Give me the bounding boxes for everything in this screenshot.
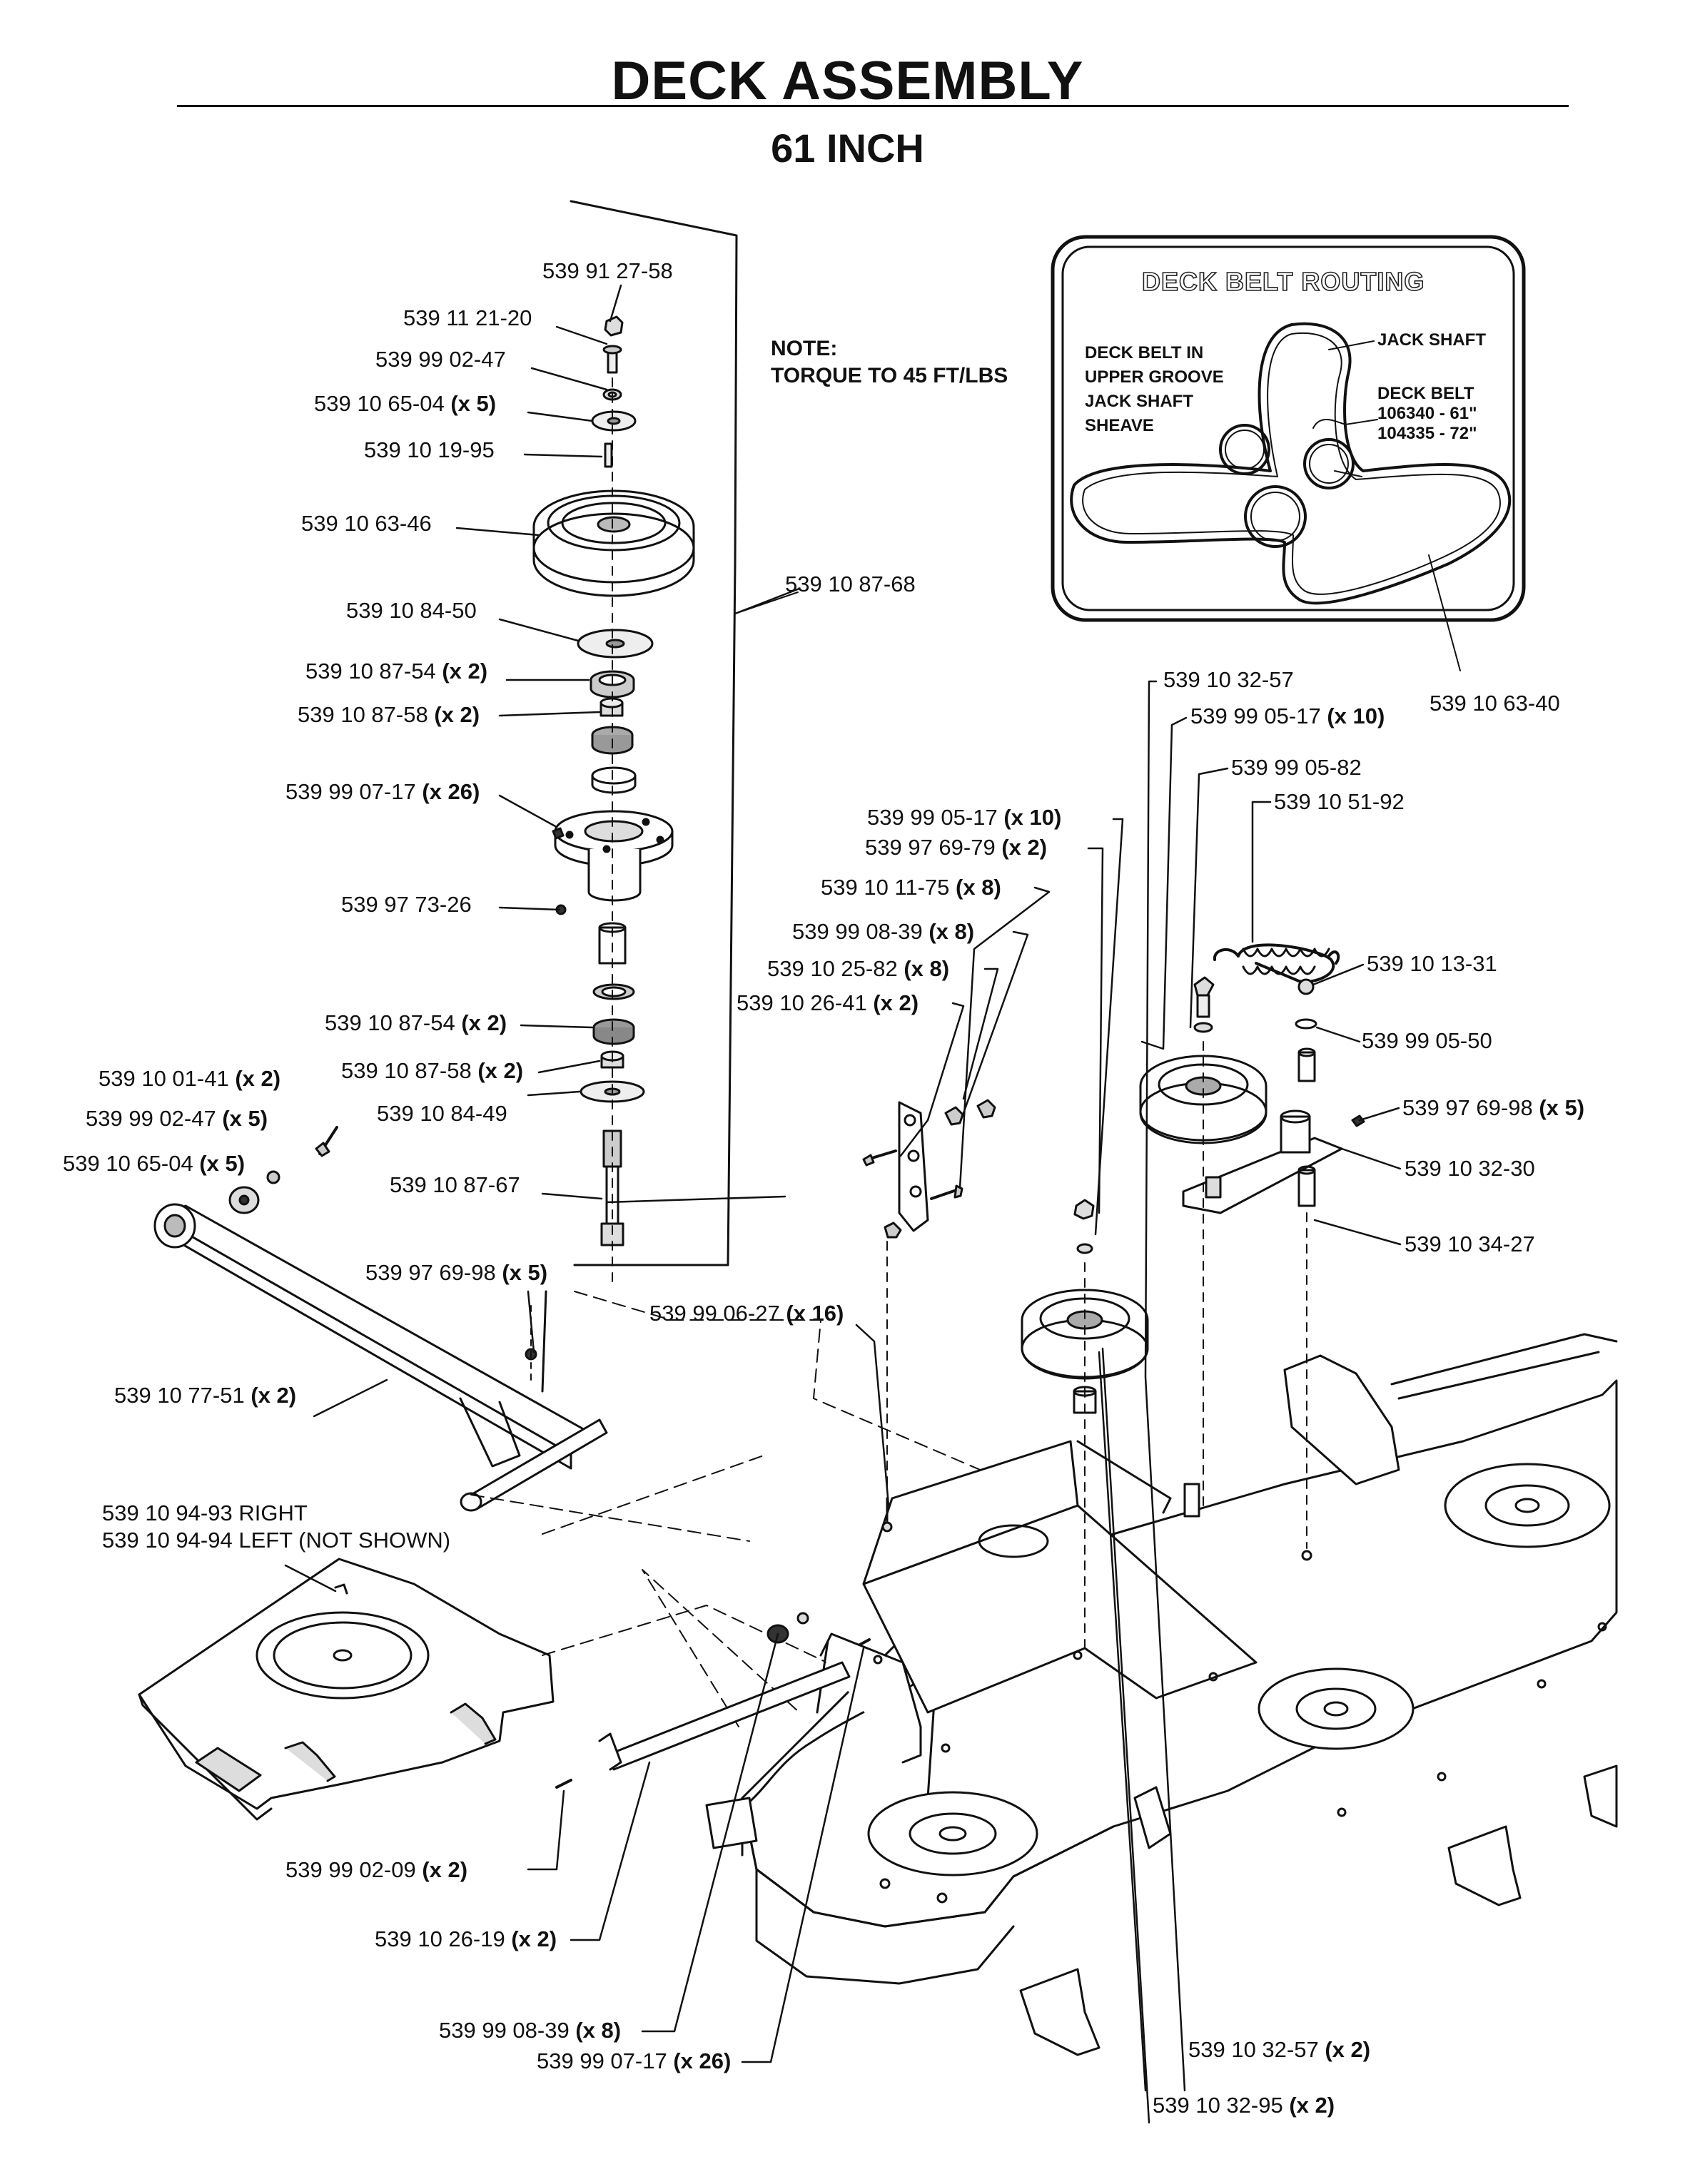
- idler-assembly: [1139, 943, 1365, 1561]
- part-label: 539 10 94-93 RIGHT: [102, 1500, 308, 1525]
- part-label: 539 10 19-95: [364, 437, 495, 462]
- part-label: 539 99 02-47 (x 5): [86, 1106, 268, 1131]
- part-label: 539 10 32-57 (x 2): [1188, 2037, 1371, 2062]
- part-label: 539 10 65-04 (x 5): [314, 391, 497, 416]
- title-rule: [177, 105, 1569, 107]
- mower-deck: [705, 1333, 1618, 2056]
- mount-plate-hardware: [555, 1099, 996, 1789]
- part-label: 539 10 84-50: [346, 598, 477, 623]
- routing-label-upper-groove: DECK BELT IN UPPER GROOVE JACK SHAFT SHE…: [1085, 343, 1224, 435]
- part-label: 539 99 08-39 (x 8): [792, 919, 975, 944]
- part-label: 539 10 87-54 (x 2): [325, 1010, 507, 1035]
- belt-routing-panel: [1051, 235, 1526, 671]
- part-label: 539 10 65-04 (x 5): [63, 1151, 246, 1176]
- part-label: 539 99 02-09 (x 2): [285, 1857, 468, 1882]
- routing-label-deck-belt: DECK BELT 106340 - 61" 104335 - 72": [1377, 384, 1477, 443]
- part-label: 539 10 01-41 (x 2): [98, 1066, 281, 1091]
- page-title: DECK ASSEMBLY: [611, 51, 1084, 111]
- part-label: 539 10 26-41 (x 2): [737, 990, 919, 1015]
- part-label: 539 99 05-82: [1231, 755, 1362, 780]
- part-label: 539 97 69-79 (x 2): [865, 835, 1048, 860]
- part-label: 539 99 06-27 (x 16): [649, 1301, 844, 1326]
- spindle-stack: [532, 315, 695, 1285]
- part-label: 539 10 94-94 LEFT (NOT SHOWN): [102, 1528, 451, 1553]
- part-label: 539 10 13-31: [1367, 951, 1497, 976]
- routing-title: DECK BELT ROUTING: [1141, 266, 1425, 297]
- part-label: 539 11 21-20: [403, 305, 532, 330]
- torque-note: NOTE: TORQUE TO 45 FT/LBS: [771, 337, 1008, 387]
- part-label: 539 97 69-98 (x 5): [1402, 1095, 1585, 1120]
- center-idler: [1021, 1199, 1149, 1649]
- part-label: 539 10 87-68: [785, 572, 916, 596]
- label-leaders: [284, 284, 1402, 2124]
- part-label: 539 10 32-95 (x 2): [1153, 2093, 1335, 2118]
- part-label: 539 10 87-67: [390, 1172, 520, 1197]
- part-label: 539 99 05-17 (x 10): [1190, 704, 1385, 728]
- routing-label-jack-shaft: JACK SHAFT: [1377, 330, 1487, 350]
- part-label: 539 10 25-82 (x 8): [767, 956, 950, 981]
- part-label: 539 10 51-92: [1274, 789, 1405, 814]
- part-label: 539 10 77-51 (x 2): [114, 1383, 297, 1408]
- part-label: 539 10 87-58 (x 2): [298, 702, 480, 727]
- part-label: 539 10 63-46: [301, 511, 432, 536]
- part-label: 539 10 32-57: [1163, 667, 1294, 692]
- part-label: 539 99 05-17 (x 10): [867, 805, 1062, 830]
- part-label: 539 99 07-17 (x 26): [285, 779, 480, 804]
- part-label: 539 99 05-50: [1362, 1028, 1492, 1053]
- belt-shield: [138, 1558, 555, 1821]
- part-label: 539 97 73-26: [341, 892, 472, 917]
- part-label: 539 10 26-19 (x 2): [375, 1926, 557, 1951]
- part-label: 539 97 69-98 (x 5): [365, 1260, 548, 1285]
- part-label: 539 10 11-75 (x 8): [821, 875, 1001, 900]
- part-label: 539 10 34-27: [1405, 1231, 1535, 1256]
- part-label: 539 91 27-58: [542, 258, 673, 283]
- arm-assembly: [153, 1126, 608, 1512]
- part-label: 539 99 02-47: [375, 347, 506, 372]
- part-label: 539 10 32-30: [1405, 1156, 1535, 1181]
- page-subtitle: 61 INCH: [771, 126, 924, 171]
- part-label: 539 10 87-54 (x 2): [305, 659, 488, 684]
- part-label: 539 99 08-39 (x 8): [439, 2018, 622, 2043]
- part-label: 539 10 63-40: [1430, 691, 1560, 716]
- part-label: 539 10 87-58 (x 2): [341, 1058, 524, 1083]
- part-label: 539 10 84-49: [377, 1101, 507, 1126]
- part-label: 539 99 07-17 (x 26): [537, 2048, 732, 2073]
